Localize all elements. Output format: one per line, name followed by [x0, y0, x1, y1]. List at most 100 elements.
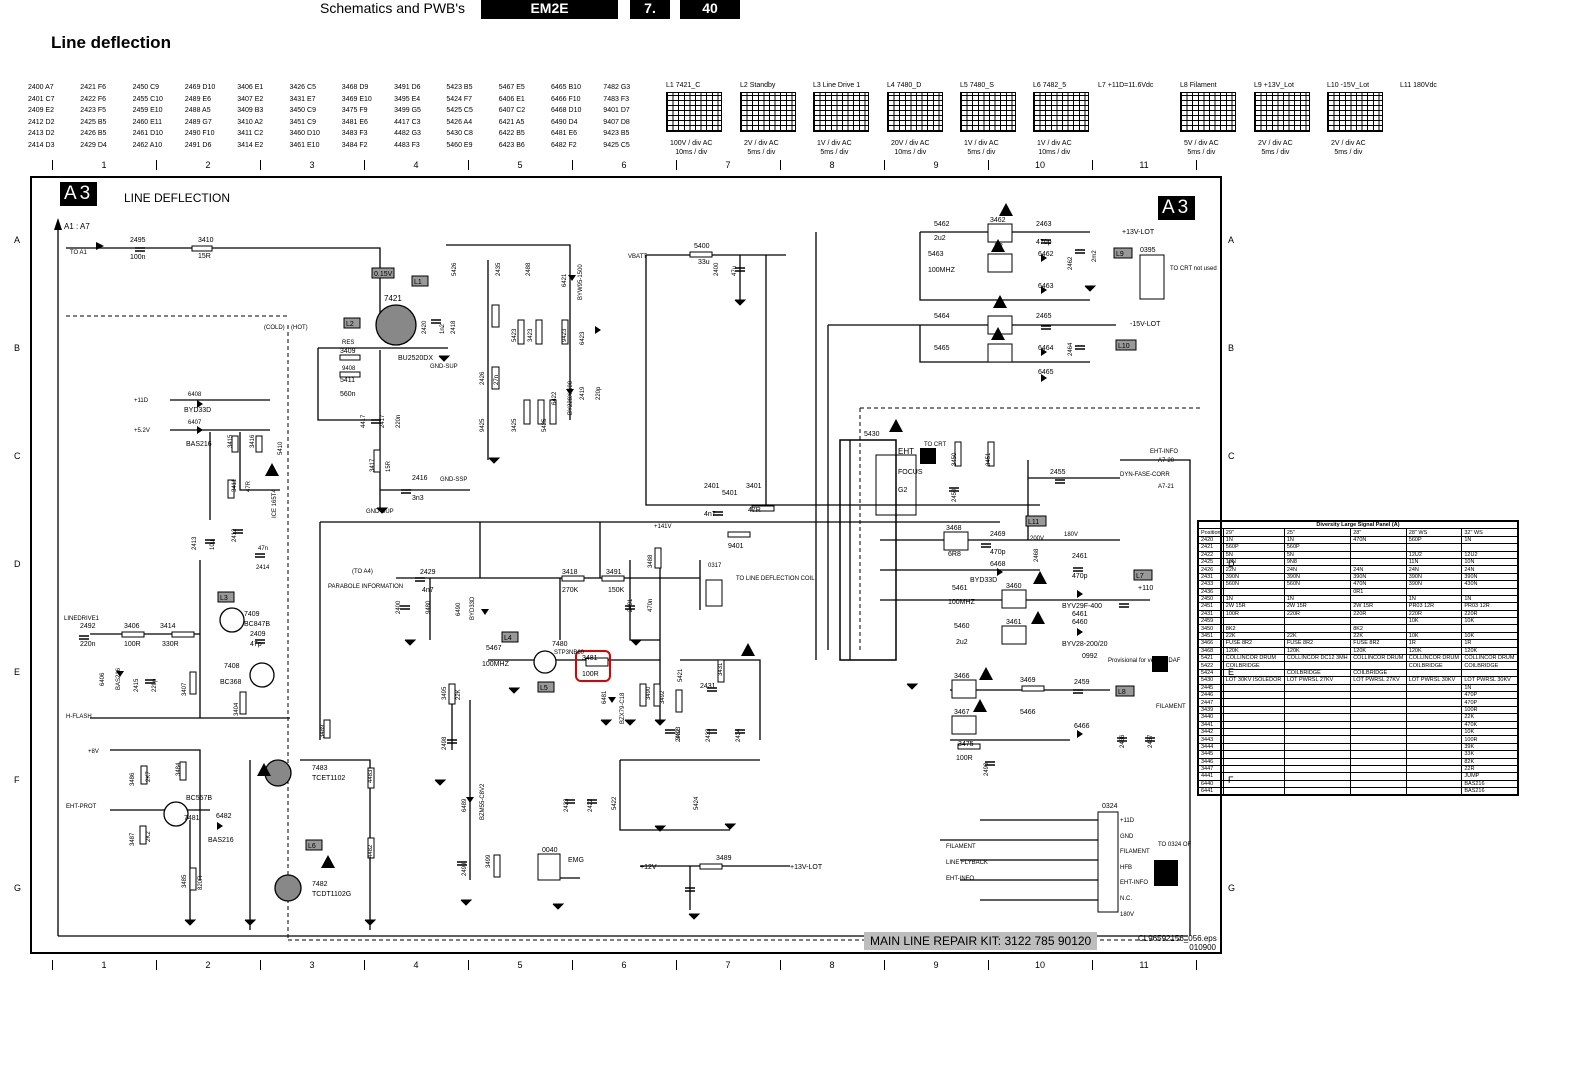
table-cell: LOT PWRSL 30KV — [1461, 676, 1518, 685]
table-cell: 1R — [1461, 639, 1518, 648]
ruler-number: 9 — [933, 960, 939, 970]
component-label: ICE 165T4 — [272, 489, 278, 518]
resistor-3489b — [699, 863, 723, 870]
component-label: 2413 — [192, 536, 198, 550]
component-label: 180V — [1120, 912, 1134, 918]
component-label: 3491 — [606, 569, 622, 576]
table-cell — [1222, 713, 1285, 722]
component-label: 3415 — [228, 434, 234, 448]
component-label: 7408 — [224, 663, 240, 670]
component-label: A1 : A7 — [64, 222, 90, 231]
component-label: +8V — [88, 749, 99, 755]
table-cell: 5N — [1283, 550, 1352, 559]
ruler-number: 10 — [1034, 160, 1045, 170]
diode-6406 — [116, 671, 124, 677]
resistor-9425 — [523, 399, 531, 425]
table-cell: BAS216 — [1461, 787, 1518, 796]
location-entry: 2489 E6 — [184, 95, 211, 103]
resistor-3461 — [1001, 625, 1027, 645]
resistor-3489 — [323, 719, 331, 739]
table-cell — [1405, 690, 1463, 700]
table-cell: 28" — [1350, 528, 1407, 537]
component-label: -15V-LOT — [1130, 321, 1161, 328]
component-label: 2459 — [1074, 679, 1090, 686]
component-label: 0395 — [1140, 247, 1156, 254]
table-cell: 2431 — [1198, 609, 1224, 619]
component-label: 47R — [246, 480, 252, 492]
ruler-number: 9 — [933, 160, 939, 170]
component-label: +5.2V — [134, 428, 150, 434]
table-cell: 1N — [1222, 535, 1285, 545]
page-title: Line deflection — [51, 33, 171, 52]
component-label: 6406 — [100, 672, 106, 686]
component-label: GND-SUP — [430, 364, 458, 370]
resistor-3468 — [943, 531, 969, 551]
resistor-3450 — [954, 441, 962, 467]
row-letter: A — [14, 235, 21, 245]
transistor-7408 — [249, 662, 275, 688]
location-entry: 2426 B5 — [80, 130, 107, 137]
component-label: 7480 — [552, 641, 568, 648]
ruler-number: 6 — [621, 160, 627, 170]
ruler-tick — [884, 960, 885, 970]
component-label: 3406 — [124, 623, 140, 630]
component-label: BZM55-C8V2 — [480, 783, 486, 820]
table-cell: 22R — [1461, 764, 1518, 774]
component-label: 2461 — [1072, 553, 1088, 560]
component-label: 5466 — [1020, 709, 1036, 716]
component-label: 2498 — [442, 736, 448, 750]
ground-symbol — [460, 899, 473, 906]
component-label: BC557B — [186, 795, 212, 802]
warning-triangle — [321, 855, 335, 868]
resistor-3484 — [179, 761, 187, 781]
component-label: 5401 — [722, 490, 738, 497]
table-cell — [1350, 698, 1407, 707]
waveform-volts: 2V / div AC — [1258, 140, 1293, 147]
table-cell — [1222, 698, 1285, 707]
component-label: 6461 — [1072, 611, 1088, 618]
table-cell — [1350, 742, 1407, 752]
transistor-7481 — [163, 801, 189, 827]
location-entry: 2423 F5 — [80, 107, 106, 114]
location-entry: 6421 A5 — [498, 118, 525, 126]
table-cell — [1283, 713, 1352, 722]
location-entry: 5426 A4 — [446, 118, 473, 126]
ruler-tick — [156, 160, 157, 170]
warning-triangle — [993, 295, 1007, 308]
ground-symbol — [906, 683, 919, 690]
component-label: 3490 — [646, 686, 652, 700]
table-cell: COLLINCOR DC12 3MH — [1283, 654, 1352, 663]
component-label: 3484 — [176, 762, 182, 776]
location-entry: 2400 A7 — [28, 84, 54, 91]
component-label: (COLD) — [264, 325, 285, 331]
waveform-graticule — [1180, 92, 1236, 132]
resistor-3415 — [231, 435, 239, 453]
warning-triangle — [257, 763, 271, 776]
component-label: 3416 — [250, 434, 256, 448]
table-cell — [1350, 779, 1407, 789]
warning-triangle — [999, 203, 1013, 216]
table-cell — [1405, 735, 1463, 744]
table-cell: 560P — [1222, 543, 1285, 552]
component-label: 27n — [494, 375, 500, 385]
table-cell: 10N — [1461, 557, 1518, 567]
waveform-volts: 1V / div AC — [817, 140, 852, 147]
table-cell — [1405, 713, 1463, 722]
row-letter: C — [14, 451, 21, 461]
component-label: LINE FLYBACK — [946, 860, 988, 866]
component-label: 3468 — [946, 525, 962, 532]
diode-6461 — [1077, 590, 1083, 598]
location-entry: 2409 E2 — [28, 107, 55, 114]
resistor-3469 — [1021, 685, 1045, 692]
location-entry: 5424 F7 — [446, 95, 473, 103]
waveform-volts: 20V / div AC — [891, 140, 930, 147]
table-cell: 2447 — [1198, 698, 1224, 707]
table-cell: 10K — [1461, 631, 1518, 641]
table-cell: 560P — [1405, 535, 1463, 545]
component-label: BYD33D — [184, 407, 211, 414]
waveform-label: L1 7421_C — [666, 82, 701, 89]
location-entry: 3414 E2 — [237, 141, 264, 149]
optocoupler-7482 — [274, 874, 302, 902]
